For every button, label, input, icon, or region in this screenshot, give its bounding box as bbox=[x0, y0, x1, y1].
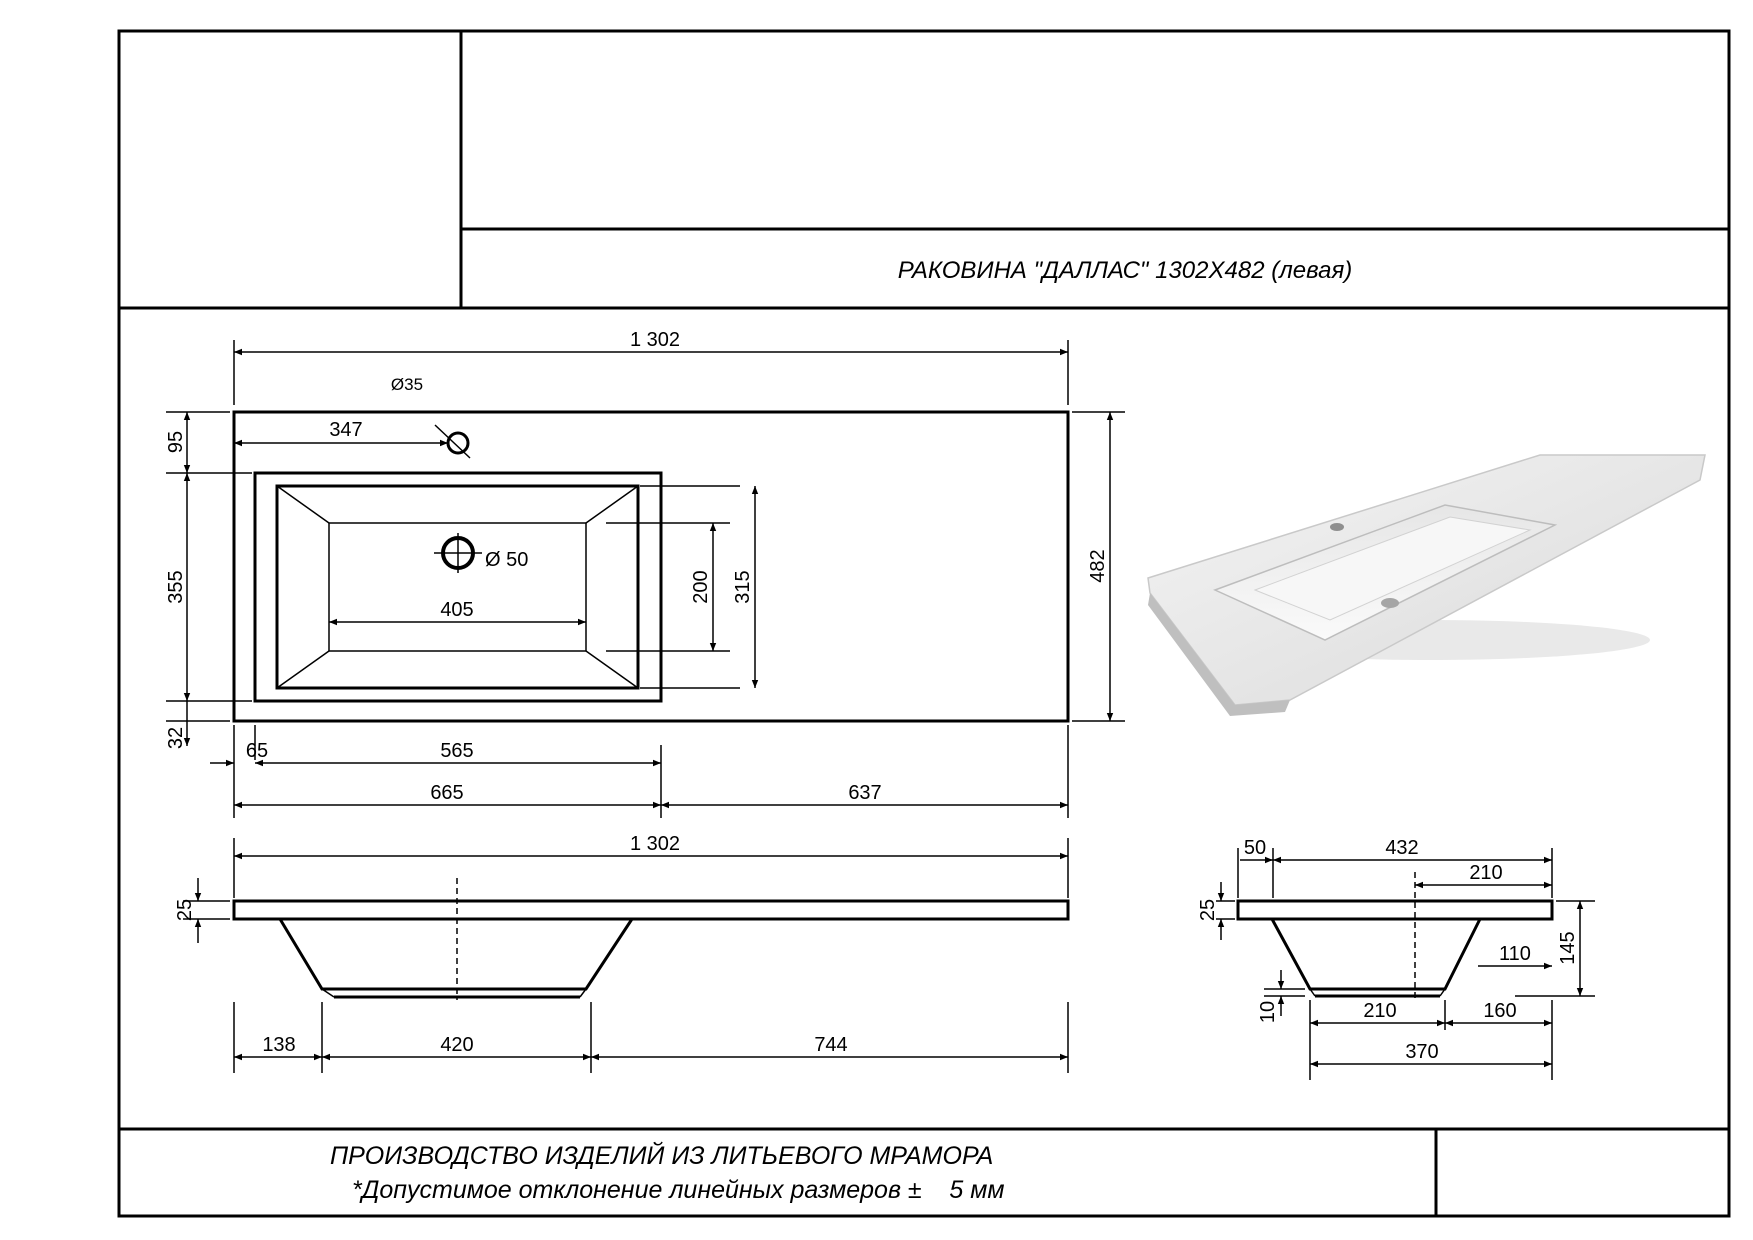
dim-drain-diameter: Ø 50 bbox=[485, 549, 528, 571]
front-view-dimensions bbox=[183, 838, 1069, 1073]
dim-overall-width: 1 302 bbox=[630, 329, 680, 351]
dim-back-edge: 95 bbox=[165, 431, 187, 453]
side-view bbox=[1236, 872, 1554, 1002]
tap-hole bbox=[446, 431, 470, 455]
footer-production-note: ПРОИЗВОДСТВО ИЗДЕЛИЙ ИЗ ЛИТЬЕВОГО МРАМОР… bbox=[330, 1140, 993, 1170]
drawing-title: РАКОВИНА "ДАЛЛАС" 1302Х482 (левая) bbox=[898, 257, 1353, 284]
dim-front-edge: 32 bbox=[165, 727, 187, 749]
sink-render bbox=[1147, 454, 1706, 716]
dim-bowl-frame-depth: 355 bbox=[165, 570, 187, 603]
dim-front-right-offset: 744 bbox=[814, 1034, 847, 1056]
top-view bbox=[232, 410, 1070, 723]
dim-side-bowl-height: 145 bbox=[1557, 931, 1579, 964]
dim-side-bottom-left: 210 bbox=[1363, 1000, 1396, 1022]
dim-side-bottom-right: 160 bbox=[1483, 1000, 1516, 1022]
dim-tap-hole-offset: 347 bbox=[329, 419, 362, 441]
dim-side-slab-thickness: 25 bbox=[1197, 899, 1219, 921]
dim-tap-hole-diameter: Ø35 bbox=[391, 375, 423, 394]
sink-tap-hole bbox=[1330, 523, 1344, 531]
footer-tolerance-note: *Допустимое отклонение линейных размеров… bbox=[352, 1176, 1005, 1204]
front-view-labels: 1 302 25 138 420 744 bbox=[174, 833, 848, 1056]
dim-bowl-inner-depth: 200 bbox=[690, 570, 712, 603]
dim-side-back-margin: 50 bbox=[1244, 837, 1266, 859]
dim-bowl-width: 565 bbox=[440, 740, 473, 762]
dim-bowl-outer-depth: 315 bbox=[732, 570, 754, 603]
dim-front-slab-thickness: 25 bbox=[174, 899, 196, 921]
dim-bowl-inner-width: 405 bbox=[440, 599, 473, 621]
front-view bbox=[232, 878, 1070, 1000]
dim-front-overall-width: 1 302 bbox=[630, 833, 680, 855]
dim-side-depth-total: 432 bbox=[1385, 837, 1418, 859]
dim-side-bottom-step: 110 bbox=[1499, 943, 1531, 965]
dim-left-part: 665 bbox=[430, 782, 463, 804]
top-view-dimensions bbox=[166, 340, 1125, 818]
dim-left-edge: 65 bbox=[246, 740, 268, 762]
sink-drain bbox=[1381, 598, 1399, 608]
dim-overall-depth: 482 bbox=[1087, 549, 1109, 582]
drawing-frame bbox=[117, 29, 1731, 1218]
dim-side-bottom-thickness: 10 bbox=[1257, 1001, 1279, 1023]
side-view-labels: 50 432 210 145 25 110 10 210 160 370 bbox=[1197, 837, 1579, 1063]
dim-right-part: 637 bbox=[848, 782, 881, 804]
dim-front-bowl-bottom: 420 bbox=[440, 1034, 473, 1056]
top-view-labels: 1 302 Ø35 347 Ø 50 405 482 315 200 95 35… bbox=[165, 329, 1109, 804]
dim-side-bowl-width: 370 bbox=[1405, 1041, 1438, 1063]
dim-front-left-offset: 138 bbox=[262, 1034, 295, 1056]
side-view-dimensions bbox=[1216, 848, 1595, 1080]
dim-side-center-to-front: 210 bbox=[1469, 862, 1502, 884]
